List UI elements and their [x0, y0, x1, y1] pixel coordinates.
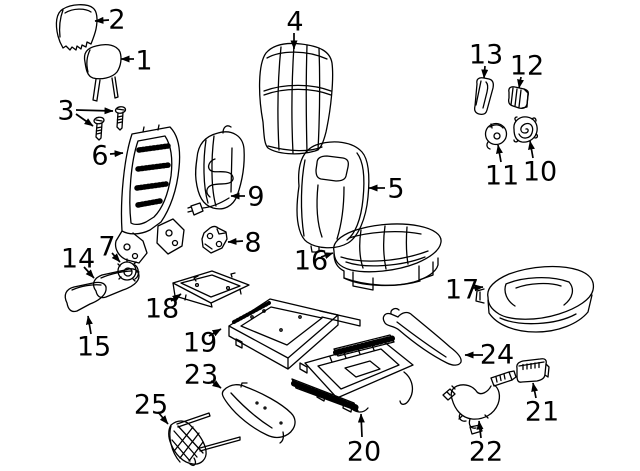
callout-arrow [75, 113, 94, 127]
seat-back-cushion-drawing [258, 42, 334, 155]
callout-7-recliner-bushing[interactable]: 7 [98, 232, 121, 263]
headrest-drawing [83, 44, 122, 102]
parts-artwork [55, 4, 595, 467]
callout-arrow [320, 252, 334, 260]
callout-number-23[interactable]: 23 [184, 360, 218, 391]
adjuster-switch-drawing [516, 358, 550, 383]
callout-number-12[interactable]: 12 [510, 51, 544, 82]
callout-number-21[interactable]: 21 [525, 397, 559, 428]
callout-number-1[interactable]: 1 [135, 46, 152, 77]
callout-17-seat-cushion-cover[interactable]: 17 [445, 275, 484, 306]
callout-13-recliner-lever[interactable]: 13 [469, 40, 503, 79]
headrest-cover-drawing [55, 4, 98, 51]
callout-arrow [157, 411, 169, 425]
callout-number-16[interactable]: 16 [294, 246, 328, 277]
storage-net-drawing [168, 412, 241, 467]
callout-2-headrest-cover[interactable]: 2 [94, 5, 126, 36]
callout-arrow [85, 315, 93, 335]
mount-bracket-drawing [201, 225, 228, 254]
seat-pan-drawing [172, 270, 250, 308]
callout-arrow [111, 252, 121, 263]
callout-number-22[interactable]: 22 [469, 437, 503, 468]
callout-22-wiring-harness[interactable]: 22 [469, 420, 503, 468]
side-trim-panel-drawing [221, 382, 296, 444]
seat-frame-drawing [228, 298, 361, 374]
callout-number-3[interactable]: 3 [57, 96, 74, 127]
callout-number-13[interactable]: 13 [469, 40, 503, 71]
armrest-outer-drawing [64, 281, 107, 313]
seat-adjuster-drawing [291, 334, 414, 413]
callout-arrow [75, 107, 114, 115]
callout-18-seat-pan[interactable]: 18 [145, 293, 182, 325]
callout-12-switch-bezel[interactable]: 12 [510, 51, 544, 89]
callout-number-8[interactable]: 8 [244, 228, 261, 259]
callout-14-armrest-inner[interactable]: 14 [61, 244, 95, 279]
callout-19-seat-frame[interactable]: 19 [183, 328, 222, 359]
callout-number-20[interactable]: 20 [347, 437, 381, 468]
seat-cushion-drawing [333, 223, 442, 291]
callout-number-24[interactable]: 24 [480, 340, 514, 371]
seat-back-frame-drawing [114, 124, 185, 264]
seat-cushion-cover-drawing [475, 265, 595, 333]
callout-11-recliner-knob[interactable]: 11 [485, 144, 519, 192]
callout-number-19[interactable]: 19 [183, 328, 217, 359]
callout-arrow [496, 144, 503, 163]
wiring-harness-drawing [442, 370, 517, 435]
callout-number-17[interactable]: 17 [445, 275, 479, 306]
callout-number-15[interactable]: 15 [77, 332, 111, 363]
callout-number-2[interactable]: 2 [108, 5, 125, 36]
callout-arrow [481, 65, 489, 79]
callout-arrow [208, 328, 222, 337]
callout-arrow [83, 266, 95, 279]
callout-arrow [476, 420, 484, 439]
callout-number-7[interactable]: 7 [98, 232, 115, 263]
callout-number-5[interactable]: 5 [387, 174, 404, 205]
callout-arrow [227, 237, 244, 245]
callout-arrow [357, 413, 365, 438]
callout-1-headrest[interactable]: 1 [120, 46, 153, 77]
adjuster-knob-drawing [513, 116, 539, 143]
callout-number-10[interactable]: 10 [523, 157, 557, 188]
callout-9-lumbar-support-panel[interactable]: 9 [230, 182, 265, 213]
callout-number-9[interactable]: 9 [247, 182, 264, 213]
callout-4-seat-back-cushion[interactable]: 4 [286, 7, 304, 50]
guide-bolts-drawing [93, 106, 127, 141]
callout-20-seat-adjuster-track[interactable]: 20 [347, 413, 381, 468]
callout-arrow [472, 284, 484, 292]
side-shield-drawing [382, 307, 462, 366]
callout-arrow [517, 76, 524, 89]
callout-number-14[interactable]: 14 [61, 244, 95, 275]
callout-arrow [170, 293, 182, 302]
callout-25-storage-net[interactable]: 25 [134, 390, 169, 425]
callout-arrow [94, 16, 110, 24]
callout-number-11[interactable]: 11 [485, 161, 519, 192]
lumbar-panel-drawing [187, 125, 245, 216]
callout-number-4[interactable]: 4 [286, 7, 303, 38]
callout-15-armrest-outer[interactable]: 15 [77, 315, 111, 363]
callout-number-18[interactable]: 18 [145, 294, 179, 325]
callout-6-seat-back-frame[interactable]: 6 [91, 141, 124, 172]
callout-10-adjuster-knob[interactable]: 10 [523, 140, 557, 188]
callout-23-side-trim-panel[interactable]: 23 [184, 360, 222, 391]
seat-back-cover-drawing [296, 141, 370, 253]
switch-bezel-drawing [507, 86, 530, 110]
recliner-knob-drawing [484, 122, 508, 150]
recliner-lever-drawing [473, 77, 495, 116]
callout-5-seat-back-cover[interactable]: 5 [368, 174, 405, 205]
callout-8-mount-bracket[interactable]: 8 [227, 228, 262, 259]
callout-24-side-shield[interactable]: 24 [464, 340, 514, 371]
callout-number-6[interactable]: 6 [91, 141, 108, 172]
callout-arrow [528, 140, 535, 159]
callout-arrow [531, 382, 539, 399]
callout-21-adjuster-switch[interactable]: 21 [525, 382, 559, 428]
callout-number-25[interactable]: 25 [134, 390, 168, 421]
callout-3-headrest-guide-bolts[interactable]: 3 [57, 96, 114, 127]
callout-arrow [210, 380, 222, 389]
callout-16-seat-cushion[interactable]: 16 [294, 246, 334, 277]
callout-arrow [109, 150, 124, 158]
